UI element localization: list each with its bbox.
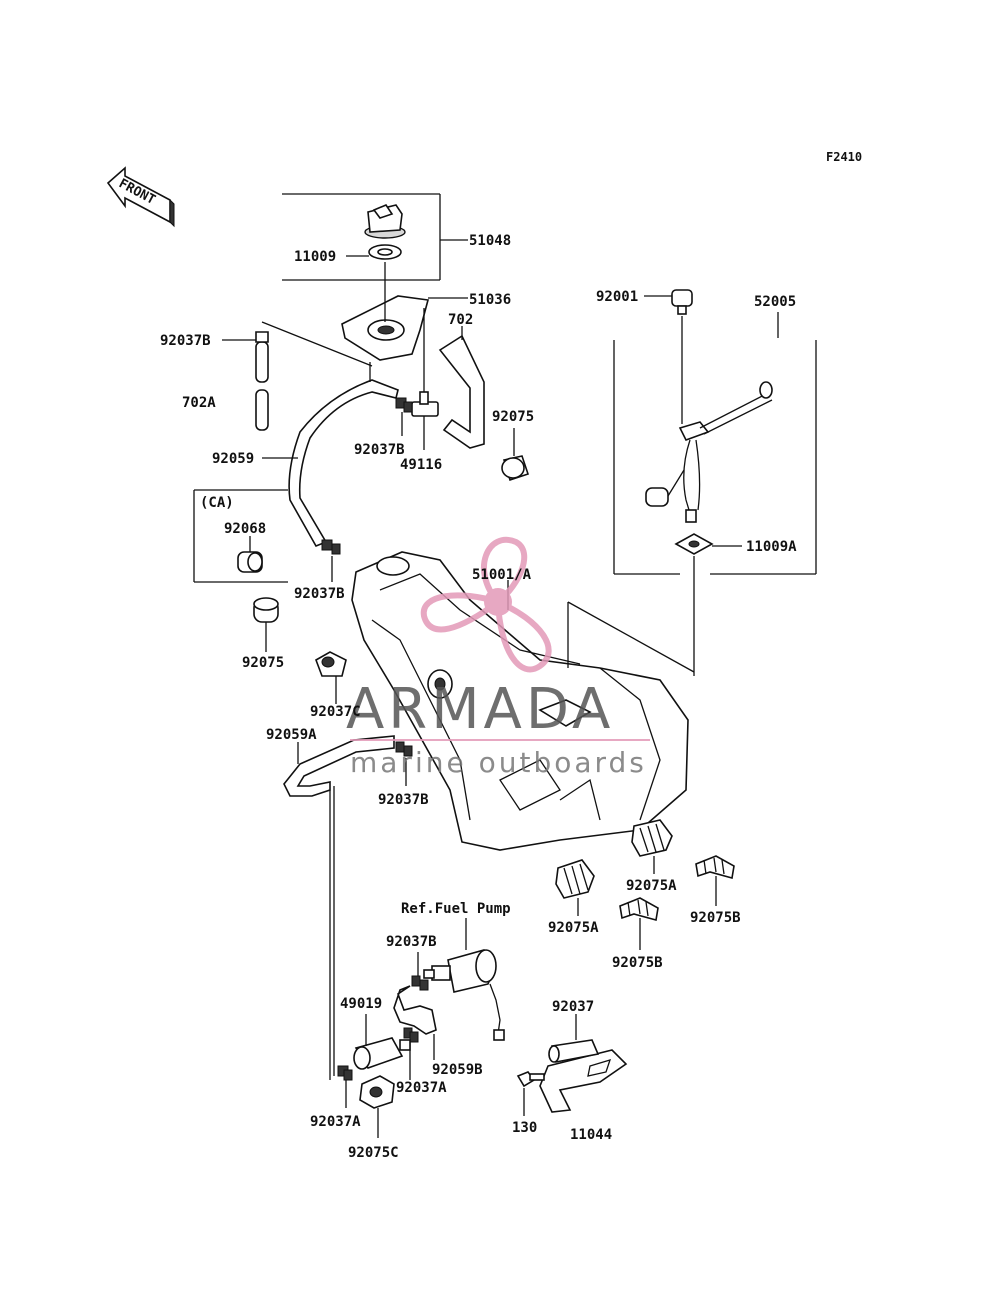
label-702a: 702A	[182, 395, 216, 411]
vent-hose-part	[438, 334, 485, 449]
clip-92037b-mid-part	[395, 741, 413, 786]
label-92037c: 92037C	[310, 704, 361, 720]
fuel-sender-part	[645, 381, 773, 523]
label-92075b-1: 92075B	[690, 910, 741, 926]
label-702: 702	[448, 312, 473, 328]
bushing-92075c-part	[359, 1075, 395, 1138]
fuel-sender-group	[613, 289, 817, 676]
watermark-brand: ARMADA	[346, 677, 614, 742]
gasket-part	[368, 244, 402, 260]
label-51036: 51036	[469, 292, 511, 308]
label-92037b-1: 92037B	[160, 333, 211, 349]
ca-region	[193, 489, 288, 583]
clip-92037a-bottom-part	[337, 1065, 353, 1108]
hose-92059a-part	[283, 735, 395, 797]
label-49116: 49116	[400, 457, 442, 473]
watermark: ARMADA marine outboards	[346, 536, 650, 779]
front-arrow-icon: FRONT	[106, 166, 175, 228]
cap-assembly-group	[282, 193, 468, 281]
label-92037a-1: 92037A	[396, 1080, 447, 1096]
label-92001: 92001	[596, 289, 638, 305]
valve-49116-part	[411, 308, 439, 450]
clamp-92037-part	[548, 1014, 600, 1063]
fuel-cap-part	[364, 204, 406, 239]
label-92075-1: 92075	[492, 409, 534, 425]
label-92037b-5: 92037B	[386, 934, 437, 950]
label-92075a-2: 92075A	[548, 920, 599, 936]
clip-92037b-pump-part	[411, 952, 429, 991]
label-92075b-2: 92075B	[612, 955, 663, 971]
watermark-tagline: marine outboards	[350, 746, 647, 779]
bushing-92068-part	[237, 536, 263, 573]
label-92037: 92037	[552, 999, 594, 1015]
label-92059: 92059	[212, 451, 254, 467]
clip-92037c-part	[315, 651, 347, 704]
fuel-pump-ref-part	[423, 918, 505, 1041]
label-92075-2: 92075	[242, 655, 284, 671]
bushing-92075-lower-part	[253, 597, 279, 652]
hose-92059b-part	[393, 985, 437, 1060]
label-92037b-4: 92037B	[378, 792, 429, 808]
bracket-11044-part	[539, 1049, 628, 1113]
label-ca: (CA)	[200, 495, 234, 511]
filler-neck-part	[341, 262, 468, 361]
gasket-11009a-part	[674, 533, 742, 676]
label-92059a: 92059A	[266, 727, 317, 743]
label-11044: 11044	[570, 1127, 612, 1143]
label-92059b: 92059B	[432, 1062, 483, 1078]
fuel-filter-part	[353, 1014, 411, 1070]
label-52005: 52005	[754, 294, 796, 310]
label-92068: 92068	[224, 521, 266, 537]
pad-92075a-left-part	[555, 859, 595, 916]
clip-92037b-part	[395, 397, 413, 436]
propeller-logo-icon	[420, 536, 552, 673]
clip-92037b-lower-part	[321, 539, 341, 582]
label-92037b-2: 92037B	[354, 442, 405, 458]
label-11009: 11009	[294, 249, 336, 265]
bolt-130-part	[516, 1071, 545, 1116]
label-92037a-2: 92037A	[310, 1114, 361, 1130]
diagram-code: F2410	[826, 150, 862, 164]
label-49019: 49019	[340, 996, 382, 1012]
label-11009a: 11009A	[746, 539, 797, 555]
pad-92075b-right-part	[695, 855, 735, 906]
label-130: 130	[512, 1120, 537, 1136]
pad-92075b-left-part	[619, 897, 659, 950]
label-51001a: 51001/A	[472, 567, 532, 583]
hose-702a-part	[222, 331, 269, 431]
label-92075a-1: 92075A	[626, 878, 677, 894]
hose-92059-part	[288, 379, 399, 548]
label-92075c: 92075C	[348, 1145, 399, 1161]
sender-cap-92001-part	[644, 289, 693, 424]
clip-92037a-pump-part	[403, 1027, 419, 1080]
label-ref-fuel-pump: Ref.Fuel Pump	[401, 901, 511, 917]
label-92037b-3: 92037B	[294, 586, 345, 602]
pad-92075a-right-part	[631, 819, 673, 874]
bushing-92075-part	[501, 428, 530, 482]
label-51048: 51048	[469, 233, 511, 249]
